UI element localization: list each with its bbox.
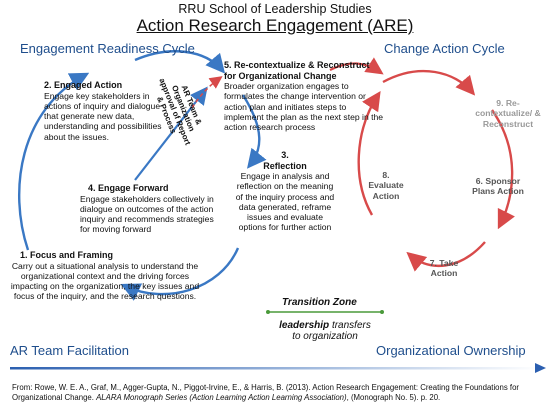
step-2: 2. Engaged Action Engage key stakeholder… [44, 80, 169, 142]
arrow-bottom-return [120, 247, 240, 301]
step-2-title: 2. Engaged Action [44, 80, 123, 90]
step-5: 5. Re-contextualize & Reconstruct for Or… [224, 60, 384, 132]
step-4-body: Engage stakeholders collectively in dial… [80, 193, 214, 235]
supertitle: RRU School of Leadership Studies [178, 2, 372, 16]
arrow-red-right [491, 109, 516, 230]
transition-dot-left [266, 310, 270, 314]
step-3-body: Engage in analysis and reflection on the… [235, 171, 335, 233]
node-8: 8. Evaluate Action [368, 170, 404, 201]
leadership-word: leadership transfers [279, 320, 371, 331]
cycle-label-right: Change Action Cycle [384, 41, 505, 56]
arrow-red-left [357, 90, 381, 216]
citation: From: Rowe, W. E. A., Graf, M., Agger-Gu… [12, 383, 520, 402]
arrow-red-bottom [406, 241, 486, 272]
step-1-title: 1. Focus and Framing [20, 250, 114, 260]
leadership-transfers-label: leadership transfers to organization [260, 320, 390, 342]
transition-dot-right [380, 310, 384, 314]
step-3: 3. Reflection Engage in analysis and ref… [232, 150, 338, 233]
step-5-title: 5. Re-contextualize & Reconstruct for Or… [224, 60, 370, 81]
page-title: Action Research Engagement (ARE) [136, 16, 414, 35]
arrow-left-top [134, 50, 226, 74]
cycle-label-left: Engagement Readiness Cycle [20, 41, 195, 56]
arrow-right-down [241, 94, 267, 169]
step-1: 1. Focus and Framing Carry out a situati… [6, 250, 204, 302]
arrow-dashed-red [191, 76, 223, 109]
ownership-gradient-bar [10, 367, 540, 370]
transition-zone-label: Transition Zone [282, 297, 357, 308]
node-9: 9. Re-contextualize/ & Reconstruct [475, 98, 541, 129]
node-7: 7. Take Action [429, 258, 459, 279]
step-3-title: 3. Reflection [263, 150, 307, 171]
arrow-red-from-step5 [329, 57, 384, 75]
to-organization: to organization [292, 331, 358, 342]
arrow-red-top [382, 69, 476, 96]
step-4: 4. Engage Forward Engage stakeholders co… [80, 183, 225, 235]
footer-right-label: Organizational Ownership [376, 343, 526, 358]
step-4-title: 4. Engage Forward [88, 183, 169, 193]
arrow-left-upper [18, 72, 90, 251]
node-6: 6. Sponsor Plans Action [472, 176, 524, 197]
ownership-gradient-arrowhead [535, 363, 546, 373]
footer-left-label: AR Team Facilitation [10, 343, 129, 358]
step-2-body: Engage key stakeholders in actions of in… [44, 90, 162, 142]
step-1-body: Carry out a situational analysis to unde… [10, 260, 200, 302]
step-5-body: Broader organization engages to formulat… [224, 81, 384, 133]
